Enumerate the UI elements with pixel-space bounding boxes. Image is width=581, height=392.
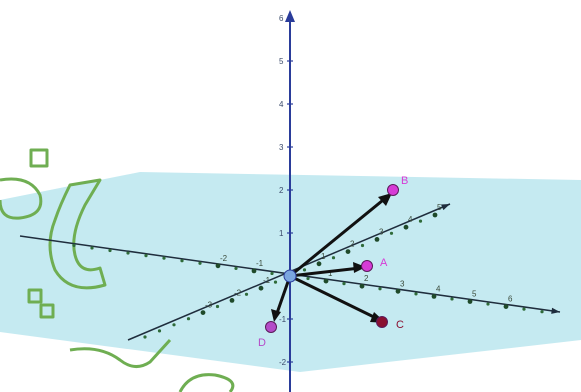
- x-axis-tick: [323, 278, 329, 284]
- y-axis-tick-label: 1: [321, 252, 326, 261]
- y-axis-tick: [403, 224, 409, 230]
- x-axis-tick-label: -1: [256, 259, 264, 268]
- x-axis-tick-label: 2: [364, 274, 369, 283]
- vector-to-c[interactable]: [289, 274, 381, 322]
- vector-to-d[interactable]: [274, 275, 292, 317]
- vector-to-a-arrowhead: [353, 262, 366, 273]
- sketch-wave-bottom: [69, 338, 172, 368]
- z-axis-tick-label: 1: [279, 229, 284, 238]
- sketch-square-top: [29, 148, 49, 168]
- y-axis-minor-tick: [172, 323, 176, 327]
- x-axis-minor-tick: [378, 287, 382, 291]
- y-axis-minor-tick: [215, 304, 220, 309]
- x-axis-minor-tick: [72, 243, 76, 247]
- z-axis-tick-label: -1: [279, 315, 287, 324]
- y-axis-tick: [316, 261, 322, 267]
- vector-layer: [271, 193, 392, 323]
- x-axis-minor-tick: [522, 307, 526, 311]
- x-axis-tick-label: 3: [400, 279, 405, 288]
- y-axis-minor-tick: [331, 256, 336, 260]
- sketch-curl-bottom: [178, 373, 235, 392]
- y-axis-minor-tick: [273, 280, 278, 284]
- z-axis-tick-label: 3: [279, 143, 284, 152]
- sketch-square-mid1: [27, 288, 43, 304]
- x-axis-minor-tick: [144, 254, 148, 258]
- y-axis-minor-tick: [186, 317, 191, 321]
- x-axis-minor-tick: [90, 246, 94, 250]
- vector-to-a[interactable]: [289, 266, 361, 278]
- x-axis-minor-tick: [126, 251, 130, 255]
- z-axis-tick-label: 4: [279, 100, 284, 109]
- y-axis-tick-label: 2: [350, 240, 355, 249]
- y-axis-minor-tick: [389, 231, 394, 235]
- y-axis-tick: [374, 237, 380, 242]
- point-d[interactable]: [265, 321, 277, 333]
- x-axis-arrowhead: [551, 307, 560, 314]
- z-axis-tick-label: -2: [279, 358, 287, 367]
- y-axis-tick-label: -3: [205, 301, 213, 310]
- point-c[interactable]: [376, 316, 388, 328]
- vector-to-b[interactable]: [289, 194, 389, 278]
- y-axis-tick-label: 3: [379, 227, 384, 236]
- points-layer: B A C D: [258, 175, 408, 349]
- x-axis-minor-tick: [306, 276, 310, 281]
- point-b[interactable]: [387, 184, 399, 196]
- x-axis-tick: [251, 268, 257, 274]
- sketch-square-mid2: [39, 303, 55, 319]
- origin-point[interactable]: [283, 269, 297, 283]
- x-axis-tick-label: 1: [328, 269, 333, 278]
- y-axis-tick: [229, 298, 235, 303]
- point-c-label: C: [396, 319, 404, 331]
- point-a-label: A: [380, 257, 388, 269]
- y-axis-tick-label: -2: [234, 288, 242, 297]
- y-axis-arrowhead: [441, 204, 450, 211]
- x-axis-minor-tick: [198, 261, 202, 265]
- x-axis-tick-label: -2: [220, 254, 228, 263]
- x-axis-tick: [467, 299, 473, 304]
- y-axis-tick-label: 5: [437, 203, 442, 212]
- y-axis-tick-label: 4: [408, 215, 413, 224]
- z-axis-tick-label: 5: [279, 57, 284, 66]
- y-axis-tick: [200, 310, 206, 315]
- point-a[interactable]: [361, 260, 373, 272]
- y-axis-tick-label: -1: [263, 276, 271, 285]
- vector-to-d-arrowhead: [271, 309, 281, 322]
- x-axis-tick-label: 6: [508, 295, 513, 304]
- z-axis-arrowhead: [285, 10, 295, 22]
- z-axis-tick-label: 6: [279, 14, 284, 23]
- y-axis-tick: [345, 249, 351, 255]
- x-axis-tick: [215, 263, 221, 269]
- x-axis-tick-label: 5: [472, 290, 477, 299]
- x-axis-minor-tick: [486, 302, 490, 306]
- z-axis-tick-label: 2: [279, 186, 284, 195]
- x-axis-minor-tick: [342, 282, 346, 286]
- x-axis-minor-tick: [414, 292, 418, 296]
- x-axis-minor-tick: [540, 310, 544, 314]
- x-axis-minor-tick: [180, 259, 184, 263]
- y-axis-tick: [258, 285, 264, 291]
- x-axis-minor-tick: [108, 248, 112, 253]
- x-axis-tick: [395, 288, 401, 294]
- y-axis-minor-tick: [157, 329, 162, 333]
- x-axis-tick: [503, 304, 509, 309]
- x-axis-minor-tick: [270, 271, 274, 276]
- y-axis-tick: [432, 212, 438, 218]
- y-axis-minor-tick: [244, 292, 249, 296]
- point-d-label: D: [258, 337, 266, 349]
- y-axis-minor-tick: [360, 243, 365, 248]
- y-axis-minor-tick: [143, 335, 147, 339]
- x-axis-tick: [431, 294, 437, 299]
- sketch-swirl-left: [0, 177, 43, 220]
- y-axis-minor-tick: [302, 268, 307, 272]
- vector-to-b-arrowhead: [378, 193, 392, 206]
- point-b-label: B: [401, 175, 408, 187]
- x-axis-minor-tick: [450, 297, 454, 301]
- x-axis-minor-tick: [234, 266, 238, 270]
- x-axis-minor-tick: [162, 256, 166, 260]
- x-axis-tick-label: 4: [436, 284, 441, 293]
- x-axis-tick: [359, 283, 365, 289]
- y-axis-minor-tick: [418, 219, 423, 223]
